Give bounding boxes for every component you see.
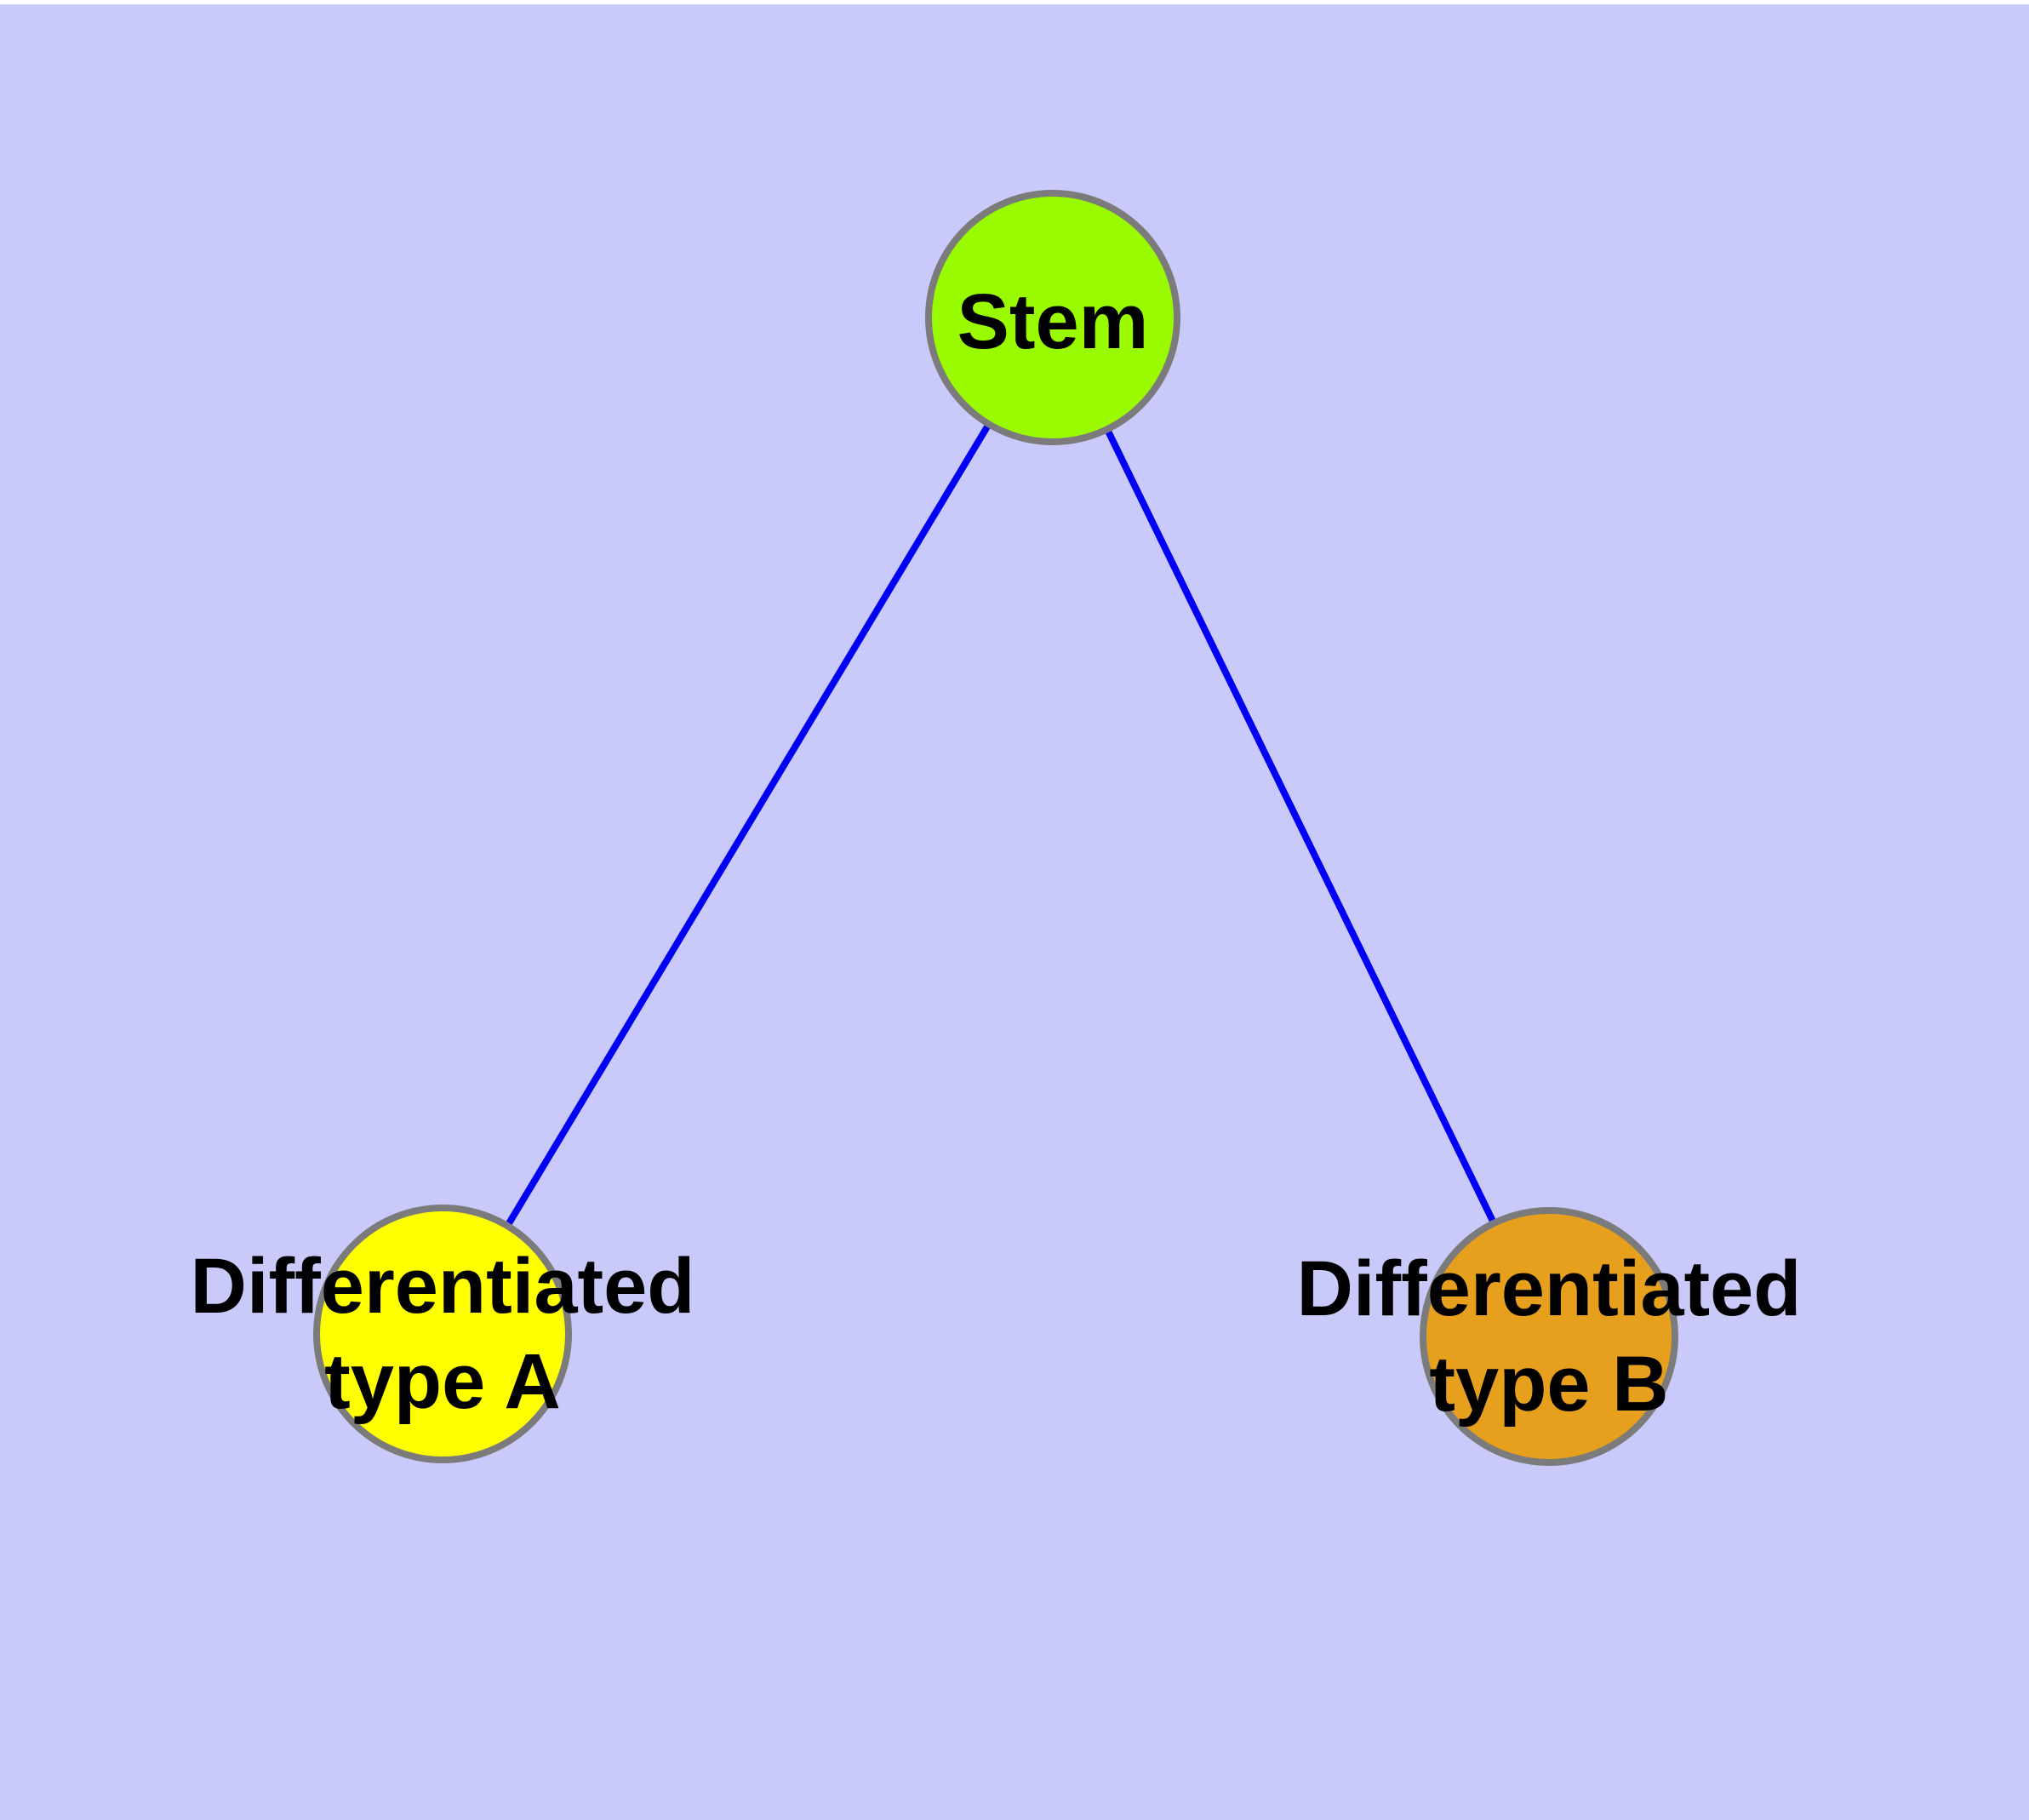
node-stem-label: Stem: [957, 278, 1149, 365]
edge-stem-to-type-b: [1049, 316, 1552, 1338]
edge-stem-to-type-a: [439, 315, 1056, 1336]
node-differentiated-type-a-label-line1: Differentiated: [191, 1243, 695, 1330]
node-differentiated-type-a-label-line2: type A: [324, 1338, 561, 1425]
node-differentiated-type-a: [313, 1205, 572, 1463]
node-differentiated-type-b-label-line2: type B: [1429, 1341, 1668, 1428]
node-differentiated-type-b-label-line1: Differentiated: [1297, 1245, 1802, 1332]
node-stem: [925, 190, 1180, 445]
node-differentiated-type-b: [1420, 1207, 1678, 1466]
